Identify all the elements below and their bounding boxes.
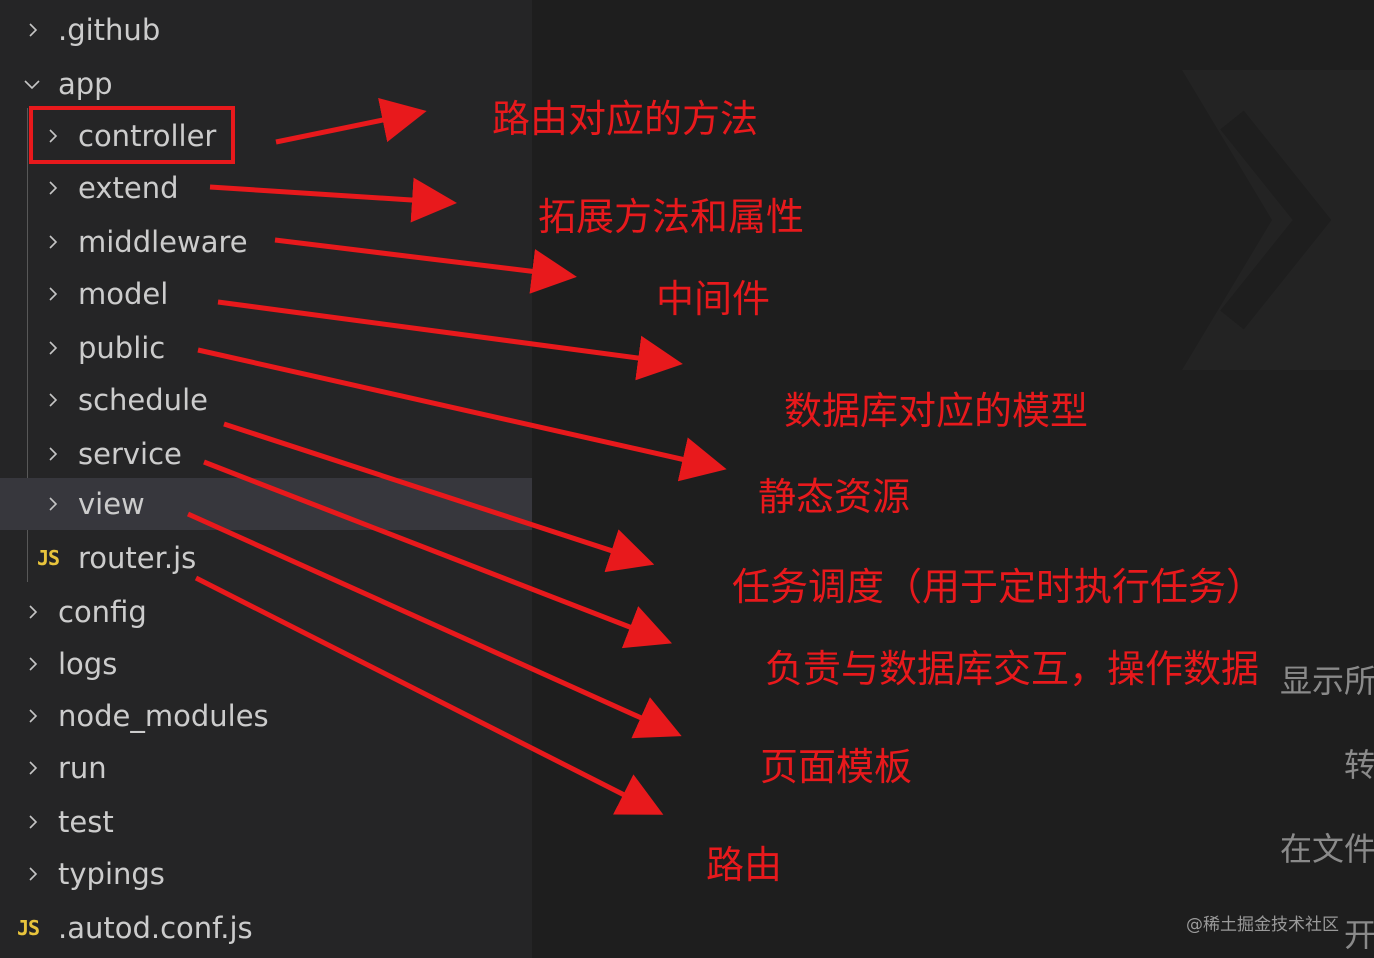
site-watermark: @稀土掘金技术社区 xyxy=(1186,915,1339,935)
tree-item-label: run xyxy=(58,751,107,785)
editor-text-fragment: 在文件 xyxy=(1280,830,1374,868)
chevron-right-icon xyxy=(46,497,60,511)
file-explorer: .github app controller extend middleware… xyxy=(0,0,532,958)
tree-item-schedule[interactable]: schedule xyxy=(0,374,532,426)
tree-item-model[interactable]: model xyxy=(0,268,532,320)
tree-item-logs[interactable]: logs xyxy=(0,638,532,690)
chevron-right-icon xyxy=(26,709,40,723)
tree-item-label: view xyxy=(78,487,145,521)
tree-item-label: schedule xyxy=(78,383,208,417)
chevron-down-icon xyxy=(24,77,40,91)
annotation-view: 页面模板 xyxy=(760,745,913,789)
arrow-router xyxy=(194,575,664,815)
tree-item-label: extend xyxy=(78,171,179,205)
chevron-right-icon xyxy=(26,867,40,881)
tree-item-config[interactable]: config xyxy=(0,586,532,638)
tree-item-extend[interactable]: extend xyxy=(0,162,532,214)
chevron-right-icon xyxy=(46,447,60,461)
tree-item-app[interactable]: app xyxy=(0,58,532,110)
arrow-view xyxy=(186,511,682,739)
annotation-extend: 拓展方法和属性 xyxy=(538,195,805,239)
chevron-right-icon xyxy=(46,341,60,355)
js-file-icon: JS xyxy=(17,916,40,940)
tree-item-label: .autod.conf.js xyxy=(58,911,253,945)
tree-item-run[interactable]: run xyxy=(0,742,532,794)
tree-item-label: router.js xyxy=(78,541,197,575)
vscode-watermark-logo xyxy=(1182,70,1374,370)
editor-text-fragment: 显示所 xyxy=(1280,662,1374,700)
annotation-schedule: 任务调度（用于定时执行任务） xyxy=(732,565,1265,609)
chevron-right-icon xyxy=(26,815,40,829)
chevron-right-icon xyxy=(46,235,60,249)
chevron-right-icon xyxy=(26,657,40,671)
tree-item-label: node_modules xyxy=(58,699,269,733)
annotation-middleware: 中间件 xyxy=(656,277,771,321)
tree-item-label: public xyxy=(78,331,166,365)
tree-item-test[interactable]: test xyxy=(0,796,532,848)
annotation-router: 路由 xyxy=(706,843,783,887)
chevron-right-icon xyxy=(26,761,40,775)
annotation-service: 负责与数据库交互，操作数据 xyxy=(765,647,1260,691)
arrow-schedule xyxy=(223,421,655,573)
tree-item-typings[interactable]: typings xyxy=(0,848,532,900)
chevron-right-icon xyxy=(46,129,60,143)
indent-guide xyxy=(27,108,28,582)
annotation-model: 数据库对应的模型 xyxy=(784,389,1089,433)
tree-item-node-modules[interactable]: node_modules xyxy=(0,690,532,742)
arrow-middleware xyxy=(274,237,577,294)
arrow-service xyxy=(203,459,672,649)
tree-item-controller[interactable]: controller xyxy=(0,110,532,162)
tree-item-label: typings xyxy=(58,857,165,891)
editor-area xyxy=(532,0,1374,958)
annotation-public: 静态资源 xyxy=(758,475,911,519)
chevron-right-icon xyxy=(26,23,40,37)
tree-item-label: test xyxy=(58,805,114,839)
js-file-icon: JS xyxy=(37,546,60,570)
editor-text-fragment: 转 xyxy=(1344,746,1374,784)
tree-item-label: middleware xyxy=(78,225,248,259)
tree-item-label: logs xyxy=(58,647,118,681)
tree-item-label: service xyxy=(78,437,182,471)
tree-item-label: controller xyxy=(78,119,217,153)
controller-highlight-box xyxy=(29,106,235,164)
tree-item-github[interactable]: .github xyxy=(0,4,532,56)
arrow-extend xyxy=(209,177,457,223)
tree-item-label: config xyxy=(58,595,147,629)
arrow-controller xyxy=(275,98,427,145)
tree-item-service[interactable]: service xyxy=(0,428,532,480)
chevron-right-icon xyxy=(46,393,60,407)
tree-item-router-js[interactable]: JS router.js xyxy=(0,532,532,584)
annotation-controller: 路由对应的方法 xyxy=(492,97,759,141)
arrow-model xyxy=(217,299,683,381)
chevron-right-icon xyxy=(26,605,40,619)
arrow-public xyxy=(197,347,727,482)
tree-item-public[interactable]: public xyxy=(0,322,532,374)
tree-item-middleware[interactable]: middleware xyxy=(0,216,532,268)
editor-text-fragment: 开 xyxy=(1344,916,1374,954)
tree-item-autod-conf-js[interactable]: JS .autod.conf.js xyxy=(0,902,532,954)
chevron-right-icon xyxy=(46,287,60,301)
tree-item-label: app xyxy=(58,67,113,101)
tree-item-label: model xyxy=(78,277,169,311)
tree-item-label: .github xyxy=(58,13,161,47)
chevron-right-icon xyxy=(46,181,60,195)
